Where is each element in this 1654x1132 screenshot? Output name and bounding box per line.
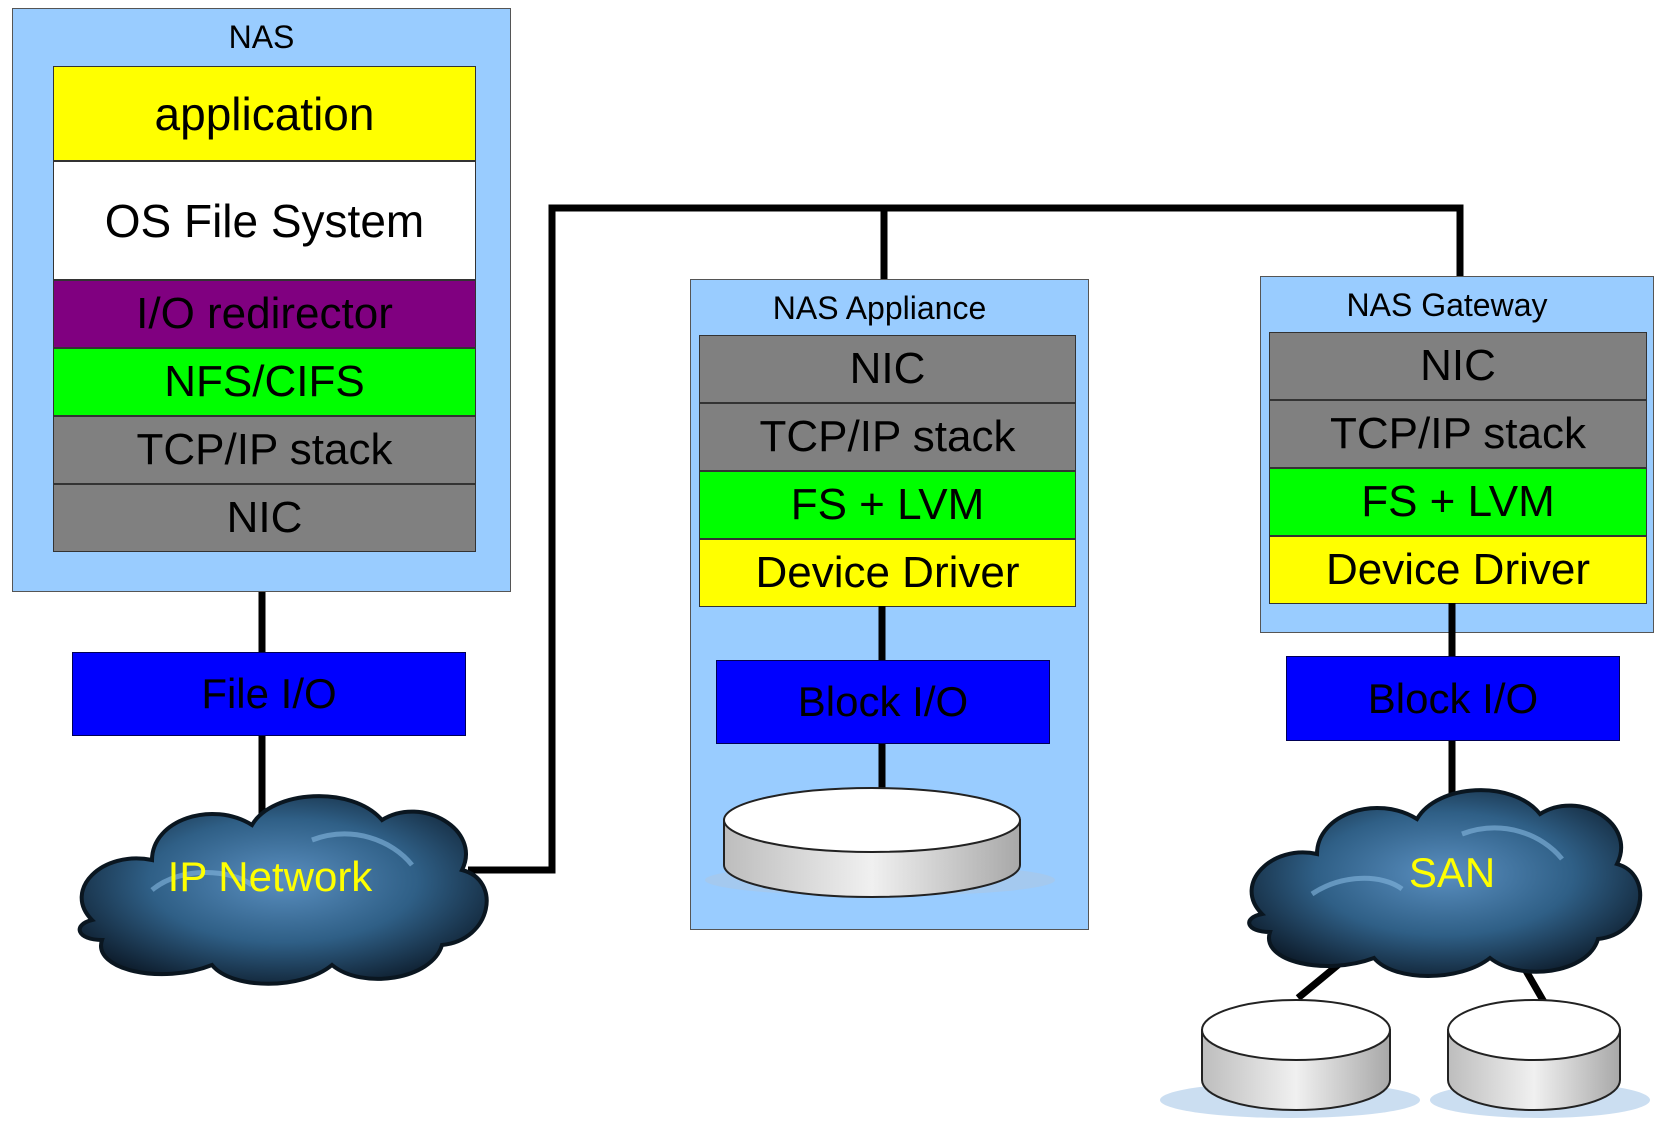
appliance-block-io-box: Block I/O (716, 660, 1050, 744)
gateway-layer-tcpip-stack: TCP/IP stack (1269, 400, 1647, 468)
nas-appliance-title: NAS Appliance (772, 290, 987, 326)
nas-panel: NAS application OS File System I/O redir… (12, 8, 511, 592)
nas-layer-application: application (53, 66, 476, 161)
ip-network-label: IP Network (167, 853, 373, 900)
gateway-layer-fs-lvm: FS + LVM (1269, 468, 1647, 536)
file-io-box: File I/O (72, 652, 466, 736)
nas-layer-tcpip-stack: TCP/IP stack (53, 416, 476, 484)
nas-layer-nfs-cifs: NFS/CIFS (53, 348, 476, 416)
nas-layer-os-file-system: OS File System (53, 161, 476, 280)
gateway-block-io-box: Block I/O (1286, 656, 1620, 741)
nas-title: NAS (228, 19, 295, 55)
gateway-layer-device-driver: Device Driver (1269, 536, 1647, 604)
appliance-layer-tcpip-stack: TCP/IP stack (699, 403, 1076, 471)
network-bus (468, 204, 1464, 874)
nas-layer-nic: NIC (53, 484, 476, 552)
appliance-layer-device-driver: Device Driver (699, 539, 1076, 607)
san-label: SAN (1408, 849, 1496, 896)
nas-layer-io-redirector: I/O redirector (53, 280, 476, 348)
gateway-layer-nic: NIC (1269, 332, 1647, 400)
appliance-layer-nic: NIC (699, 335, 1076, 403)
nas-appliance-panel: NAS Appliance NIC TCP/IP stack FS + LVM … (690, 279, 1089, 930)
nas-gateway-panel: NAS Gateway NIC TCP/IP stack FS + LVM De… (1260, 276, 1654, 633)
nas-gateway-title: NAS Gateway (1346, 287, 1548, 323)
appliance-layer-fs-lvm: FS + LVM (699, 471, 1076, 539)
